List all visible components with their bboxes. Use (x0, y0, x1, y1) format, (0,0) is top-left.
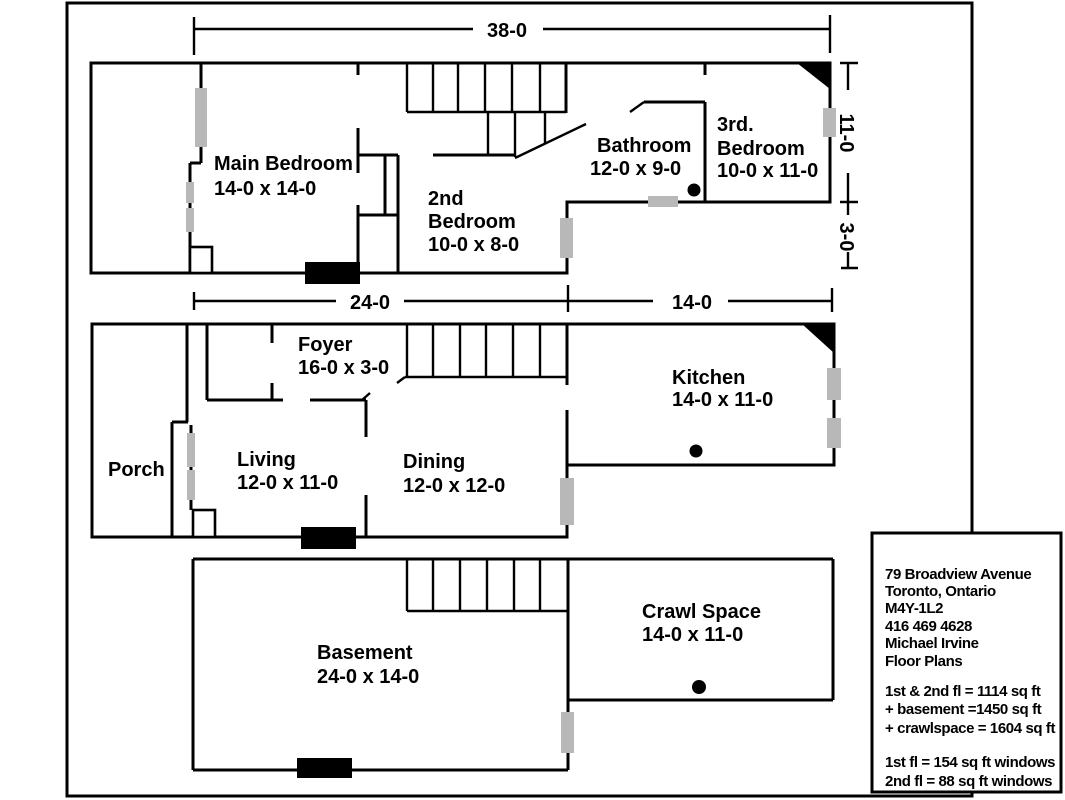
room-size-kitchen: 14-0 x 11-0 (672, 389, 773, 411)
room-size-main-bedroom: 14-0 x 14-0 (214, 178, 316, 200)
second-floor-plan: Main Bedroom 14-0 x 14-0 2nd Bedroom 10-… (89, 61, 836, 284)
room-label-dining: Dining (403, 451, 465, 473)
bathroom-door-mark (629, 101, 645, 113)
window (823, 108, 836, 137)
window (187, 433, 195, 467)
room-label-second-bedroom: Bedroom (428, 211, 516, 233)
window (195, 88, 207, 147)
room-label-kitchen: Kitchen (672, 367, 745, 389)
window-summary-line: 2nd fl = 88 sq ft windows (885, 773, 1052, 790)
stairs (405, 559, 568, 613)
first-floor-exterior-wall (90, 322, 836, 539)
room-label-basement: Basement (317, 642, 413, 664)
room-label-foyer: Foyer (298, 334, 353, 356)
page-frame (65, 1, 974, 798)
room-label-second-bedroom: 2nd (428, 188, 464, 210)
room-label-porch: Porch (108, 459, 165, 481)
chimney (305, 262, 360, 284)
room-label-main-bedroom: Main Bedroom (214, 153, 353, 175)
window (560, 478, 574, 525)
dim-line-split-width (192, 285, 834, 312)
room-label-crawl-space: Crawl Space (642, 601, 761, 623)
window (186, 208, 194, 232)
title-postal-code: M4Y-1L2 (885, 600, 943, 617)
dim-label-main-width: 24-0 (350, 292, 390, 314)
dim-line-right-depth (840, 61, 858, 270)
dim-label-right-lower-depth: 3-0 (835, 223, 857, 252)
first-floor-interior-walls (170, 324, 569, 537)
room-label-third-bedroom: 3rd. (717, 114, 754, 136)
window (648, 196, 678, 207)
chimney (297, 758, 352, 778)
stairs-lower-flight (486, 112, 587, 160)
door-marks (361, 376, 406, 401)
dim-label-right-upper-depth: 11-0 (835, 114, 857, 153)
window (186, 182, 194, 203)
dim-label-kitchen-width: 14-0 (672, 292, 712, 314)
window (827, 368, 841, 400)
basement-plan: Basement 24-0 x 14-0 Crawl Space 14-0 x … (191, 557, 835, 778)
title-author: Michael Irvine (885, 635, 979, 652)
title-address-line: Toronto, Ontario (885, 583, 996, 600)
stairs (405, 325, 567, 379)
title-block-box (870, 531, 1063, 794)
area-summary-line: + basement =1450 sq ft (885, 701, 1042, 718)
title-block: 79 Broadview Avenue Toronto, Ontario M4Y… (870, 531, 1063, 794)
room-size-bathroom: 12-0 x 9-0 (590, 158, 681, 180)
room-label-third-bedroom: Bedroom (717, 138, 805, 160)
plumbing-dot (689, 444, 703, 458)
title-doc-name: Floor Plans (885, 653, 962, 670)
area-summary-line: 1st & 2nd fl = 1114 sq ft (885, 683, 1041, 700)
window (827, 418, 841, 448)
corner-marker (802, 324, 834, 353)
front-pier (191, 508, 217, 539)
plumbing-dot (692, 680, 706, 694)
title-address-line: 79 Broadview Avenue (885, 566, 1031, 583)
stairs-upper-flight (405, 63, 566, 114)
window (560, 218, 573, 258)
first-floor-plan: Porch Foyer 16-0 x 3-0 Living 12-0 x 11-… (90, 322, 841, 549)
room-size-third-bedroom: 10-0 x 11-0 (717, 160, 818, 182)
area-summary-line: + crawlspace = 1604 sq ft (885, 720, 1056, 737)
window (561, 712, 574, 753)
chimney (301, 527, 356, 549)
room-size-second-bedroom: 10-0 x 8-0 (428, 234, 519, 256)
window-summary-line: 1st fl = 154 sq ft windows (885, 754, 1055, 771)
window (187, 470, 195, 500)
room-label-living: Living (237, 449, 296, 471)
room-label-bathroom: Bathroom (597, 135, 691, 157)
title-phone: 416 469 4628 (885, 618, 972, 635)
room-size-dining: 12-0 x 12-0 (403, 475, 505, 497)
plumbing-dot (687, 183, 701, 197)
room-size-foyer: 16-0 x 3-0 (298, 357, 389, 379)
dimension-lines: 38-0 24-0 14-0 11-0 3-0 (192, 15, 858, 314)
dim-label-total-width: 38-0 (487, 20, 527, 42)
room-size-crawl-space: 14-0 x 11-0 (642, 624, 743, 646)
room-size-basement: 24-0 x 14-0 (317, 666, 419, 688)
dim-line-total-width (192, 15, 832, 55)
corner-marker (797, 63, 830, 89)
front-pier (188, 245, 214, 275)
room-size-living: 12-0 x 11-0 (237, 472, 338, 494)
